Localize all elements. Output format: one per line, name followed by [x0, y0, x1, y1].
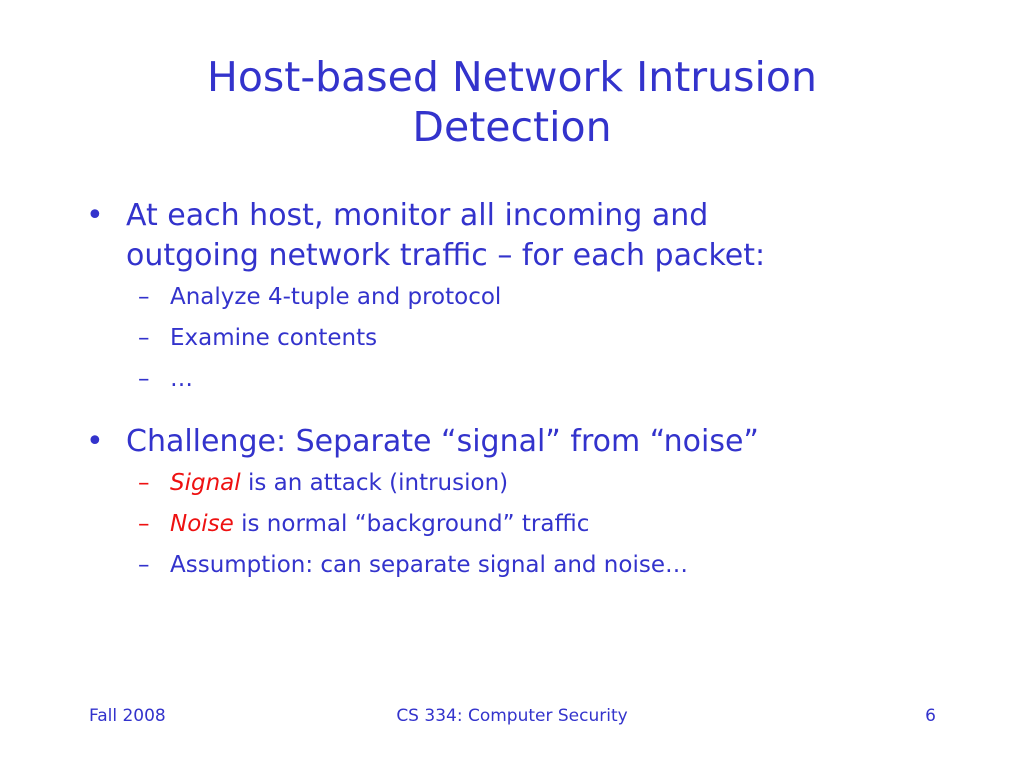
bullet-icon: •: [86, 424, 104, 459]
dash-icon: –: [138, 325, 150, 351]
sub-bullet-analyze: – Analyze 4-tuple and protocol: [86, 277, 966, 318]
bullet-icon: •: [86, 198, 104, 233]
footer-page-number: 6: [925, 706, 936, 726]
sub-bullet-assumption: – Assumption: can separate signal and no…: [86, 545, 966, 586]
slide-title: Host-based Network Intrusion Detection: [0, 52, 1024, 152]
sub-bullet-text: is an attack (intrusion): [240, 470, 509, 496]
sub-bullet-text: Examine contents: [170, 325, 378, 351]
dash-icon: –: [138, 366, 150, 392]
sub-bullet-text: Analyze 4-tuple and protocol: [170, 284, 502, 310]
bullet-challenge: • Challenge: Separate “signal” from “noi…: [86, 422, 966, 462]
dash-icon: –: [138, 511, 150, 537]
slide-title-line-2: Detection: [412, 103, 612, 151]
bullet-text-line-1: At each host, monitor all incoming and: [126, 198, 709, 233]
sub-bullet-text: is normal “background” traffic: [233, 511, 590, 537]
footer-date: Fall 2008: [89, 706, 166, 726]
sub-bullet-noise: – Noise is normal “background” traffic: [86, 504, 966, 545]
bullet-monitor-traffic: • At each host, monitor all incoming and…: [86, 196, 966, 276]
bullet-text: Challenge: Separate “signal” from “noise…: [126, 424, 759, 459]
dash-icon: –: [138, 284, 150, 310]
sub-bullet-signal: – Signal is an attack (intrusion): [86, 463, 966, 504]
sub-bullet-examine: – Examine contents: [86, 318, 966, 359]
dash-icon: –: [138, 552, 150, 578]
slide-body: • At each host, monitor all incoming and…: [86, 196, 966, 586]
bullet-text-line-2: outgoing network traffic – for each pack…: [126, 238, 766, 273]
sub-bullet-text: Assumption: can separate signal and nois…: [170, 552, 688, 578]
sub-bullet-ellipsis: – …: [86, 359, 966, 400]
dash-icon: –: [138, 470, 150, 496]
sub-bullet-text: …: [170, 366, 193, 392]
emphasis-noise: Noise: [170, 511, 234, 537]
emphasis-signal: Signal: [170, 470, 241, 496]
footer-course: CS 334: Computer Security: [396, 706, 628, 726]
slide-title-line-1: Host-based Network Intrusion: [207, 53, 817, 101]
